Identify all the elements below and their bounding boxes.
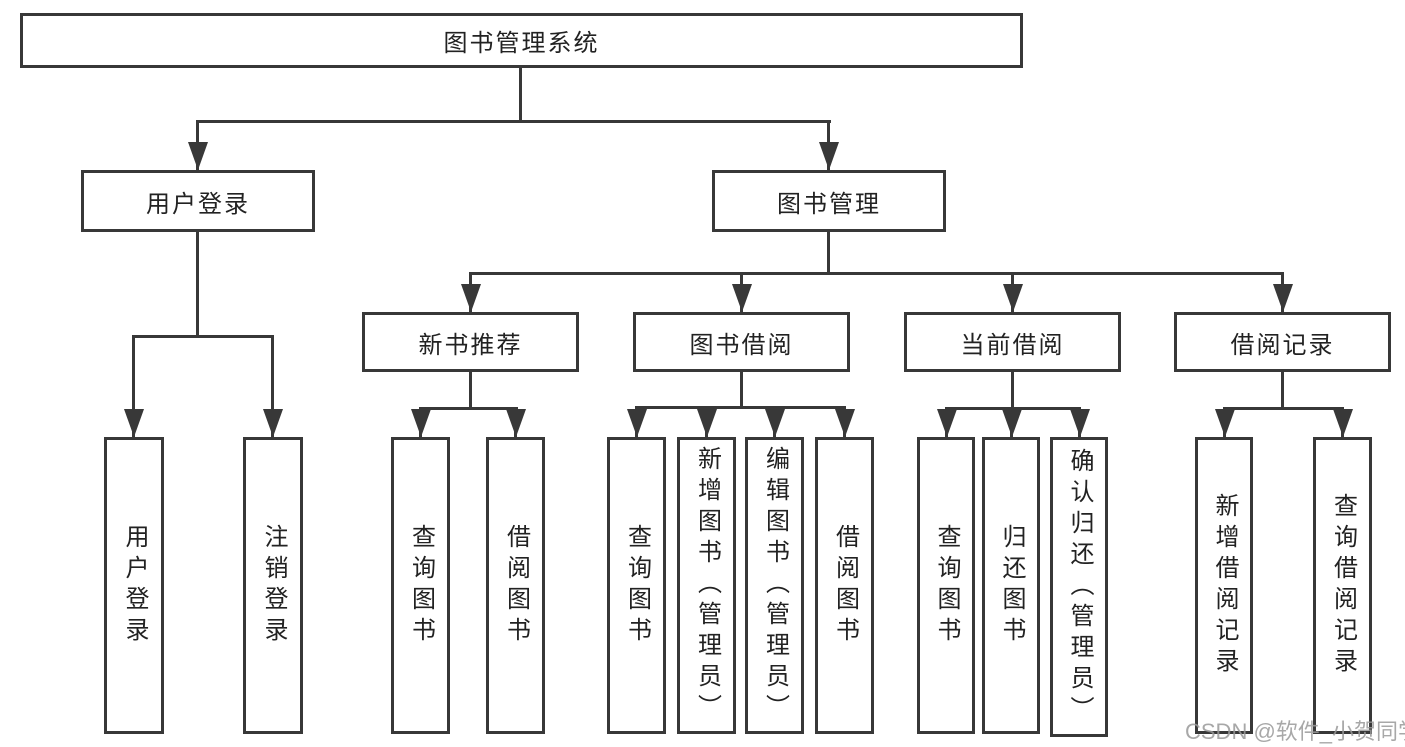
leaf-return-book-label: 归还图书 <box>998 523 1025 648</box>
connector-new-book-rec-stub <box>469 372 472 407</box>
leaf-add-book-admin: 新增图书（管理员） <box>677 437 736 734</box>
arrowhead-leaf-user-login <box>124 409 144 437</box>
arrowhead-return-book <box>1002 409 1022 437</box>
leaf-query-book-1: 查询图书 <box>391 437 450 734</box>
connector-to-leaf-user-login <box>132 335 135 437</box>
arrowhead-edit-book <box>765 409 785 437</box>
leaf-query-book-3-label: 查询图书 <box>933 523 960 648</box>
leaf-return-book: 归还图书 <box>982 437 1040 734</box>
arrowhead-current-borrow <box>1003 284 1023 312</box>
arrowhead-query-record <box>1333 409 1353 437</box>
connector-book-borrow-stub <box>740 372 743 406</box>
arrowhead-borrow-records <box>1273 284 1293 312</box>
leaf-user-login-label: 用户登录 <box>121 523 148 648</box>
connector-user-login-rail <box>132 335 274 338</box>
connector-new-book-rec-rail <box>419 407 518 410</box>
arrowhead-confirm-return <box>1070 409 1090 437</box>
connector-level1-rail <box>197 120 831 123</box>
connector-current-borrow-rail <box>945 407 1081 410</box>
leaf-query-book-3: 查询图书 <box>917 437 975 734</box>
connector-current-borrow-stub <box>1011 372 1014 407</box>
arrowhead-user-login <box>188 142 208 170</box>
connector-borrow-records-stub <box>1281 372 1284 407</box>
leaf-borrow-book-1: 借阅图书 <box>486 437 545 734</box>
connector-user-login-stub <box>196 232 199 335</box>
leaf-logout: 注销登录 <box>243 437 303 734</box>
arrowhead-borrow-book-1 <box>506 409 526 437</box>
connector-borrow-records-rail <box>1223 407 1344 410</box>
arrowhead-query-book-3 <box>937 409 957 437</box>
connector-level2-rail <box>469 272 1283 275</box>
arrowhead-book-mgmt <box>819 142 839 170</box>
arrowhead-borrow-book-2 <box>835 409 855 437</box>
leaf-query-book-1-label: 查询图书 <box>407 523 435 648</box>
leaf-query-book-2-label: 查询图书 <box>623 523 651 648</box>
node-current-borrowing: 当前借阅 <box>904 312 1121 372</box>
connector-root-stub <box>519 68 522 120</box>
arrowhead-query-book-1 <box>411 409 431 437</box>
node-book-management-label: 图书管理 <box>777 190 881 218</box>
connector-book-mgmt-stub <box>827 232 830 272</box>
leaf-borrow-book-1-label: 借阅图书 <box>502 523 530 648</box>
leaf-confirm-return-admin: 确认归还（管理员） <box>1050 437 1108 737</box>
leaf-edit-book-admin-label: 编辑图书（管理员） <box>761 446 789 725</box>
arrowhead-query-book-2 <box>627 409 647 437</box>
node-user-login-label: 用户登录 <box>146 190 250 218</box>
leaf-user-login: 用户登录 <box>104 437 164 734</box>
leaf-add-borrow-record: 新增借阅记录 <box>1195 437 1253 734</box>
leaf-query-book-2: 查询图书 <box>607 437 666 734</box>
leaf-confirm-return-admin-label: 确认归还（管理员） <box>1066 447 1093 727</box>
node-current-borrowing-label: 当前借阅 <box>960 331 1065 359</box>
connector-book-borrow-rail <box>635 406 846 409</box>
connector-to-leaf-logout <box>271 335 274 437</box>
leaf-borrow-book-2: 借阅图书 <box>815 437 874 734</box>
arrowhead-add-record <box>1215 409 1235 437</box>
watermark: CSDN @软件_小贺同学 <box>1185 719 1405 744</box>
node-new-book-recommend: 新书推荐 <box>362 312 579 372</box>
node-borrowing-records-label: 借阅记录 <box>1230 331 1335 359</box>
leaf-add-book-admin-label: 新增图书（管理员） <box>693 446 721 725</box>
arrowhead-add-book <box>697 409 717 437</box>
node-new-book-recommend-label: 新书推荐 <box>418 331 523 359</box>
node-book-borrowing: 图书借阅 <box>633 312 850 372</box>
arrowhead-book-borrow <box>732 284 752 312</box>
leaf-borrow-book-2-label: 借阅图书 <box>831 523 859 648</box>
node-borrowing-records: 借阅记录 <box>1174 312 1391 372</box>
node-book-management: 图书管理 <box>712 170 946 232</box>
arrowhead-new-book-rec <box>461 284 481 312</box>
node-user-login: 用户登录 <box>81 170 315 232</box>
node-root-label: 图书管理系统 <box>443 30 600 57</box>
leaf-query-borrow-record: 查询借阅记录 <box>1313 437 1372 734</box>
node-root: 图书管理系统 <box>20 13 1023 68</box>
leaf-add-borrow-record-label: 新增借阅记录 <box>1211 492 1238 679</box>
leaf-logout-label: 注销登录 <box>260 523 287 648</box>
leaf-query-borrow-record-label: 查询借阅记录 <box>1329 492 1357 679</box>
leaf-edit-book-admin: 编辑图书（管理员） <box>745 437 804 734</box>
arrowhead-leaf-logout <box>263 409 283 437</box>
node-book-borrowing-label: 图书借阅 <box>689 331 794 359</box>
